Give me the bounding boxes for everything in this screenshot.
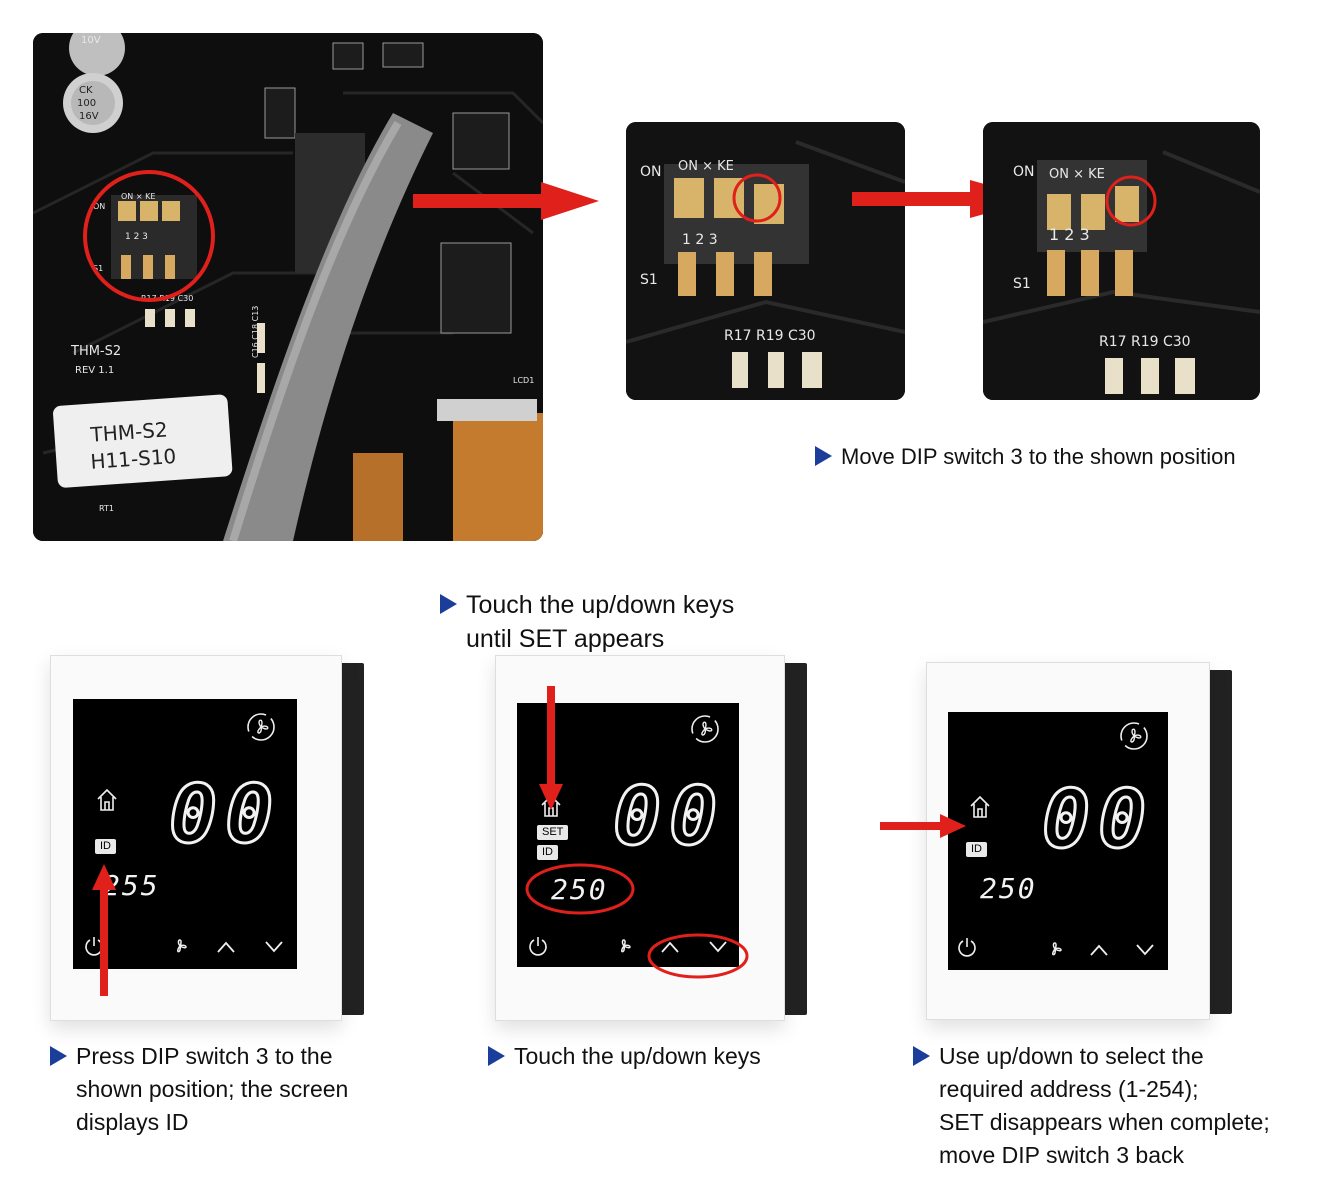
set-label: SET — [537, 825, 569, 840]
caption-move-dip-text: Move DIP switch 3 to the shown position — [841, 444, 1236, 469]
big-display: 00 — [611, 770, 726, 863]
down-arrow-icon[interactable] — [707, 939, 729, 955]
pcb-board-illustration: 10V CK 100 16V ON ON × KE 1 2 3 S1 R17 — [33, 33, 543, 541]
power-icon[interactable] — [956, 936, 978, 958]
arrow-down-icon — [539, 686, 563, 810]
power-icon[interactable] — [527, 935, 549, 957]
dip-s1-label: S1 — [93, 264, 103, 273]
dip-on-label: ON — [93, 202, 105, 211]
dip-ke-label: ON × KE — [121, 192, 155, 201]
bullet-triangle-icon — [440, 594, 457, 614]
cap-label-3: 100 — [77, 98, 96, 109]
down-arrow-icon[interactable] — [1134, 942, 1156, 958]
up-arrow-icon[interactable] — [659, 939, 681, 955]
thermostat-3-screen: 00 ID 250 — [948, 712, 1168, 970]
down-arrow-icon[interactable] — [263, 939, 285, 955]
address-highlight-ellipse — [524, 862, 636, 916]
keys-highlight-ellipse — [646, 932, 750, 980]
cap-label-4: 16V — [79, 111, 99, 122]
arrow-up-icon — [92, 864, 116, 996]
pcb-photo-main: 10V CK 100 16V ON ON × KE 1 2 3 S1 R17 — [33, 33, 543, 541]
caption-use-updown-text: Use up/down to select the required addre… — [939, 1043, 1270, 1168]
zoom-before-on: ON — [640, 164, 662, 180]
fan-icon[interactable] — [1044, 938, 1066, 960]
id-label: ID — [966, 842, 987, 857]
big-display: 00 — [167, 768, 282, 861]
c-label: C16 C18 C13 — [251, 306, 260, 358]
cap-label-1: 10V — [81, 35, 101, 46]
up-arrow-icon[interactable] — [215, 939, 237, 955]
sticker-line2: H11-S10 — [90, 444, 177, 474]
sticker-line1: THM-S2 — [89, 417, 169, 446]
bullet-triangle-icon — [815, 446, 832, 466]
bullet-triangle-icon — [50, 1046, 67, 1066]
caption-use-updown: Use up/down to select the required addre… — [913, 1040, 1313, 1172]
dip-highlight-circle — [83, 170, 215, 302]
chip-text: LCD1 — [513, 376, 534, 385]
cap-label-2: CK — [79, 85, 93, 96]
zoom-before-s1: S1 — [640, 272, 658, 288]
fan-mode-icon[interactable] — [1118, 720, 1150, 752]
caption-touch-until-set-text: Touch the up/down keys until SET appears — [466, 591, 735, 653]
pcb-photo-zoom-after: ON ON × KE 1 2 3 S1 R17 R19 C30 — [983, 122, 1260, 400]
address-display: 250 — [980, 872, 1037, 905]
zoom-after-on: ON — [1013, 164, 1035, 180]
arrow-right-icon — [880, 814, 966, 838]
caption-touch-keys-text: Touch the up/down keys — [514, 1043, 761, 1069]
bullet-triangle-icon — [913, 1046, 930, 1066]
board-name: THM-S2 — [70, 344, 121, 359]
fan-icon[interactable] — [169, 935, 191, 957]
arrow-right-icon — [413, 182, 599, 220]
caption-press-dip-text: Press DIP switch 3 to the shown position… — [76, 1043, 349, 1135]
thermostat-1-screen: 00 ID 255 — [73, 699, 297, 969]
zoom-after-parts: R17 R19 C30 — [1099, 334, 1191, 350]
dip-nums-label: 1 2 3 — [125, 232, 148, 242]
switch-3-highlight — [732, 173, 782, 223]
zoom-after-nums: 1 2 3 — [1049, 225, 1090, 244]
fan-icon[interactable] — [613, 935, 635, 957]
zoom-after-ke: ON × KE — [1049, 167, 1105, 182]
bullet-triangle-icon — [488, 1046, 505, 1066]
board-rev: REV 1.1 — [75, 365, 114, 376]
id-label: ID — [95, 839, 116, 854]
thermostat-3: 00 ID 250 — [926, 662, 1246, 1024]
caption-move-dip: Move DIP switch 3 to the shown position — [815, 440, 1255, 473]
switch-3-highlight — [1105, 175, 1157, 227]
id-label: ID — [537, 845, 558, 860]
fan-mode-icon[interactable] — [245, 711, 277, 743]
big-display: 00 — [1040, 773, 1155, 866]
home-icon[interactable] — [968, 794, 992, 820]
zoom-before-parts: R17 R19 C30 — [724, 328, 816, 344]
thermostat-1: 00 ID 255 — [50, 655, 370, 1025]
zoom-after-s1: S1 — [1013, 276, 1031, 292]
caption-touch-until-set: Touch the up/down keys until SET appears — [440, 588, 820, 656]
caption-press-dip: Press DIP switch 3 to the shown position… — [50, 1040, 390, 1139]
pcb-photo-zoom-before: ON ON × KE 1 2 3 S1 R17 R19 C30 — [626, 122, 905, 400]
caption-touch-keys: Touch the up/down keys — [488, 1040, 818, 1073]
zoom-before-ke: ON × KE — [678, 159, 734, 174]
home-icon[interactable] — [95, 787, 119, 813]
fan-mode-icon[interactable] — [689, 713, 721, 745]
zoom-before-nums: 1 2 3 — [682, 232, 718, 248]
up-arrow-icon[interactable] — [1088, 942, 1110, 958]
rt-label: RT1 — [99, 504, 114, 513]
address-display: 250 — [551, 873, 608, 906]
